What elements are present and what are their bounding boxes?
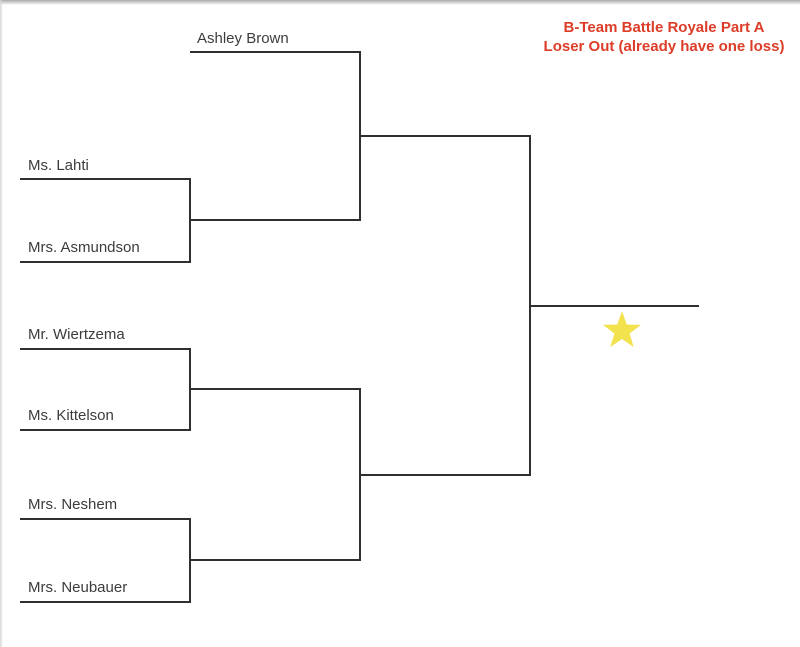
semifinal-bottom-winner-line [359, 474, 531, 476]
match2-winner-line [189, 388, 361, 390]
page-top-edge [0, 0, 800, 5]
star-icon [602, 311, 642, 348]
participant-label-mrs-neubauer: Mrs. Neubauer [28, 579, 128, 596]
match3-bottom-line [20, 601, 191, 603]
bracket-title-line2: Loser Out (already have one loss) [543, 38, 785, 55]
participant-label-mr-wiertzema: Mr. Wiertzema [28, 326, 125, 343]
semifinal-top-winner-line [359, 135, 531, 137]
participant-label-mrs-asmundson: Mrs. Asmundson [28, 239, 140, 256]
participant-label-ms-lahti: Ms. Lahti [28, 157, 89, 174]
match2-top-line [20, 348, 191, 350]
participant-label-mrs-neshem: Mrs. Neshem [28, 496, 118, 513]
participant-label-ms-kittelson: Ms. Kittelson [28, 407, 114, 424]
match1-top-line [20, 178, 191, 180]
champion-line [529, 305, 699, 307]
bye-line-ashley-brown [190, 51, 361, 53]
match2-bottom-line [20, 429, 191, 431]
match3-winner-line [189, 559, 361, 561]
match1-winner-line [189, 219, 361, 221]
bracket-title-line1: B-Team Battle Royale Part A [563, 19, 765, 36]
match3-top-line [20, 518, 191, 520]
page-left-edge [0, 0, 3, 647]
bracket-title: B-Team Battle Royale Part A Loser Out (a… [504, 18, 800, 56]
match1-bottom-line [20, 261, 191, 263]
participant-label-ashley-brown: Ashley Brown [197, 30, 289, 47]
